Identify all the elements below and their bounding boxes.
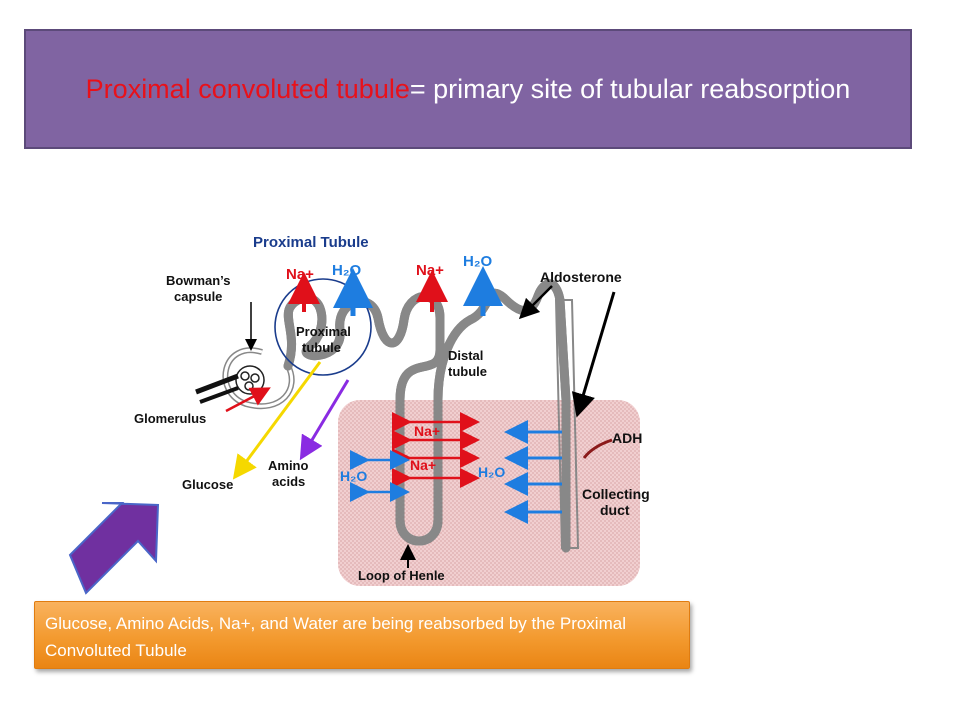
label-bowmans-2: capsule	[174, 289, 222, 304]
label-na-2: Na+	[416, 262, 444, 279]
label-collecting-1: Collecting	[582, 486, 650, 502]
label-proximal-2: tubule	[302, 340, 341, 355]
label-distal-1: Distal	[448, 348, 483, 363]
label-collecting-2: duct	[600, 502, 630, 518]
aldosterone-duct-pointer	[571, 291, 616, 418]
bowmans-capsule	[195, 347, 295, 409]
label-h2o-2: H₂O	[463, 253, 492, 270]
aldosterone-pointer	[518, 285, 553, 320]
label-h2o-4: H₂O	[478, 464, 505, 480]
glomerulus-pointer	[225, 387, 271, 413]
medulla-exchange-arrows	[350, 412, 562, 524]
label-h2o-3: H₂O	[340, 468, 367, 484]
label-distal-2: tubule	[448, 364, 487, 379]
label-adh: ADH	[612, 430, 642, 446]
label-na-4: Na+	[410, 457, 436, 473]
label-proximal-1: Proximal	[296, 324, 351, 339]
glucose-arrow	[232, 361, 322, 480]
caption-box: Glucose, Amino Acids, Na+, and Water are…	[34, 601, 690, 669]
amino-acids-arrow	[299, 379, 350, 461]
slide-title: Proximal convoluted tubule= primary site…	[86, 74, 851, 105]
label-bowmans-1: Bowman’s	[166, 273, 231, 288]
label-amino-2: acids	[272, 474, 305, 489]
label-glomerulus: Glomerulus	[134, 411, 206, 426]
label-glucose: Glucose	[182, 477, 233, 492]
title-rest: = primary site of tubular reabsorption	[409, 73, 851, 104]
label-aldosterone: Aldosterone	[540, 269, 622, 285]
label-na-1: Na+	[286, 266, 314, 283]
caption-text: Glucose, Amino Acids, Na+, and Water are…	[45, 614, 626, 660]
label-h2o-1: H₂O	[332, 262, 361, 279]
label-proximal-tubule-header: Proximal Tubule	[253, 234, 369, 251]
title-highlight: Proximal convoluted tubule	[85, 73, 410, 104]
title-banner: Proximal convoluted tubule= primary site…	[24, 29, 912, 149]
label-na-3: Na+	[414, 423, 440, 439]
proximal-tubule-circle	[274, 278, 372, 376]
label-amino-1: Amino	[268, 458, 309, 473]
label-loop-of-henle: Loop of Henle	[358, 568, 445, 583]
adh-pointer	[582, 438, 613, 459]
purple-up-right-arrow-icon	[68, 502, 160, 595]
